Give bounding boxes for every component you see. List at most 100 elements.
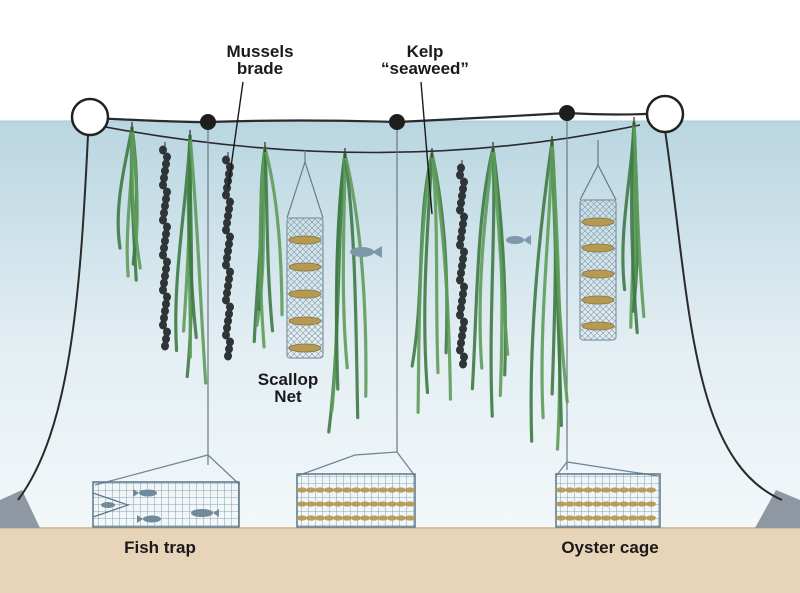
mussel-rope xyxy=(222,152,234,361)
seabed xyxy=(0,528,800,593)
shell xyxy=(574,501,584,507)
shell xyxy=(565,515,575,521)
shell xyxy=(297,487,307,493)
kelp-group xyxy=(116,117,646,451)
water xyxy=(0,121,800,531)
anchor-left xyxy=(0,490,40,528)
scallop-tier xyxy=(581,243,615,253)
shell xyxy=(369,487,379,493)
shell xyxy=(342,515,352,521)
shell xyxy=(360,515,370,521)
anchor-line-left xyxy=(17,134,89,501)
shell xyxy=(405,515,415,521)
kelp-strand xyxy=(327,148,368,434)
shell xyxy=(646,487,656,493)
label-kelp-line1: Kelp xyxy=(406,42,444,61)
shell xyxy=(565,501,575,507)
shell xyxy=(610,487,620,493)
shell xyxy=(619,501,629,507)
label-kelp: Kelp “seaweed” xyxy=(370,43,480,77)
shell xyxy=(369,515,379,521)
kelp-strand xyxy=(410,148,453,414)
shell xyxy=(297,501,307,507)
shell xyxy=(556,487,566,493)
leader-mussels xyxy=(227,81,244,189)
shell xyxy=(592,515,602,521)
scallop-tier xyxy=(288,316,322,326)
shell xyxy=(297,515,307,521)
shell xyxy=(628,501,638,507)
shell xyxy=(646,515,656,521)
shell xyxy=(592,501,602,507)
shell xyxy=(637,501,647,507)
label-mussels-line1: Mussels xyxy=(226,42,294,61)
shell xyxy=(646,501,656,507)
shell xyxy=(619,487,629,493)
scallop-tier xyxy=(288,262,322,272)
label-scallop-line2: Net xyxy=(274,387,302,406)
shell xyxy=(324,515,334,521)
anchor-right xyxy=(755,490,800,528)
shell xyxy=(592,487,602,493)
shell xyxy=(378,515,388,521)
shell xyxy=(315,487,325,493)
scallop-tier xyxy=(288,343,322,353)
shell xyxy=(333,501,343,507)
mussel-group xyxy=(159,142,468,369)
shell xyxy=(315,501,325,507)
shell xyxy=(637,515,647,521)
shell xyxy=(378,487,388,493)
shell xyxy=(306,501,316,507)
shell xyxy=(628,487,638,493)
shell xyxy=(619,515,629,521)
leader-kelp xyxy=(420,81,433,215)
kelp-strand xyxy=(621,117,646,335)
scallop-tier xyxy=(581,217,615,227)
shell xyxy=(333,515,343,521)
scallop-net-left xyxy=(286,150,324,359)
shell xyxy=(628,515,638,521)
fish-midwater-left xyxy=(350,246,382,258)
float-1 xyxy=(200,114,216,130)
shell xyxy=(378,501,388,507)
shell xyxy=(637,487,647,493)
mussel-rope xyxy=(159,142,171,351)
kelp-strand xyxy=(529,136,569,451)
shell xyxy=(324,501,334,507)
label-mussels-line2: brade xyxy=(236,59,284,78)
shell xyxy=(610,515,620,521)
scallop-net-right xyxy=(579,140,617,341)
shell xyxy=(556,501,566,507)
shell xyxy=(601,487,611,493)
shell xyxy=(387,487,397,493)
shell xyxy=(405,487,415,493)
kelp-strand xyxy=(174,130,208,385)
shell xyxy=(601,501,611,507)
shell xyxy=(601,515,611,521)
shell xyxy=(396,501,406,507)
shell xyxy=(610,501,620,507)
fish-trap xyxy=(92,454,241,528)
shell xyxy=(405,501,415,507)
mussel-rope xyxy=(456,160,468,369)
shell xyxy=(565,487,575,493)
shell xyxy=(351,515,361,521)
shell xyxy=(342,501,352,507)
float-3 xyxy=(559,105,575,121)
shell xyxy=(342,487,352,493)
shell xyxy=(556,515,566,521)
shell xyxy=(583,515,593,521)
shell xyxy=(574,487,584,493)
shell xyxy=(387,501,397,507)
shell xyxy=(396,487,406,493)
scallop-tier xyxy=(288,235,322,245)
seafloor-cage-middle xyxy=(296,451,416,528)
shell xyxy=(351,487,361,493)
label-mussels: Mussels brade xyxy=(205,43,315,77)
fish-midwater-right xyxy=(506,235,531,245)
scallop-tier xyxy=(288,289,322,299)
shell xyxy=(306,487,316,493)
shell xyxy=(360,501,370,507)
label-oyster-cage: Oyster cage xyxy=(561,538,659,557)
